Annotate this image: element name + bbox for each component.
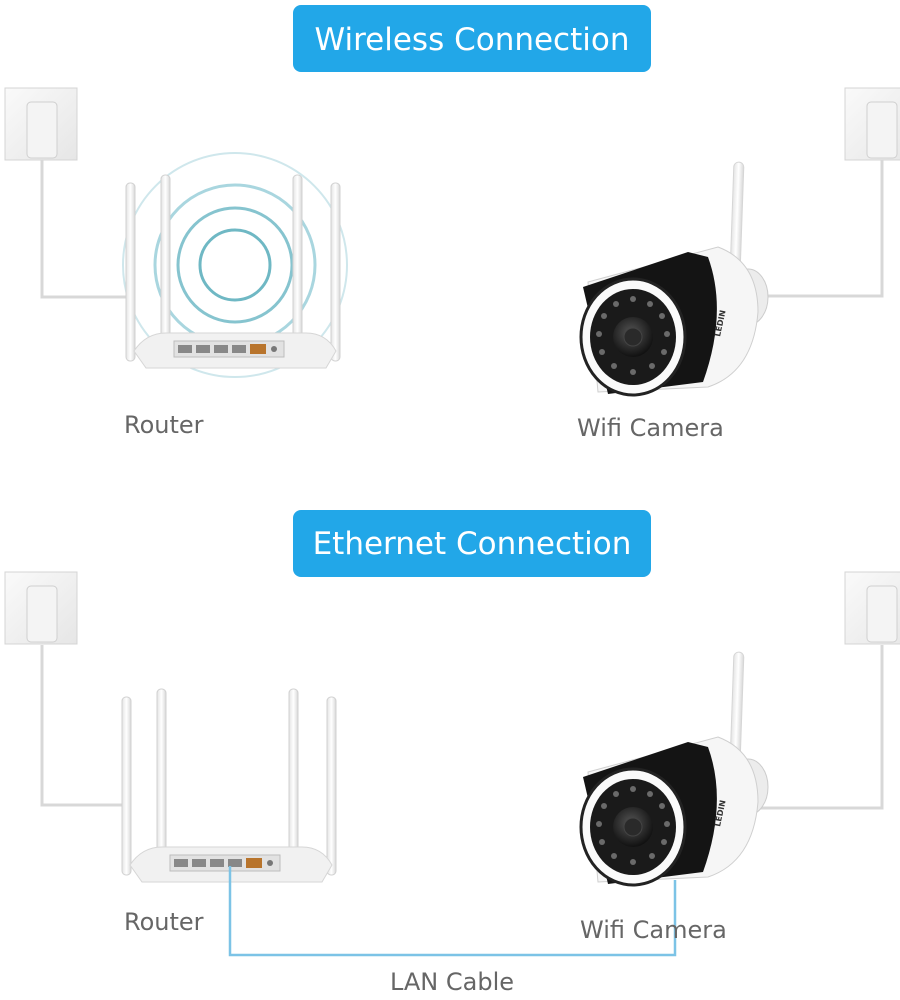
lan-cable-label: LAN Cable [390, 968, 514, 996]
power-outlet-right [844, 87, 900, 161]
ethernet-section: Ethernet Connection Router LEDIN Wifi Ca… [4, 510, 900, 996]
power-outlet-left [4, 87, 78, 161]
router-label: Router [124, 411, 204, 439]
power-outlet-left [4, 571, 78, 645]
wireless-title: Wireless Connection [315, 22, 630, 58]
wifi-camera-icon [579, 650, 770, 887]
router-icon [125, 174, 341, 369]
ethernet-title-pill [293, 510, 651, 577]
router-label: Router [124, 908, 204, 936]
power-cable-router [40, 160, 128, 299]
power-outlet-right [844, 571, 900, 645]
router-icon [121, 688, 337, 883]
camera-label: Wifi Camera [580, 916, 727, 944]
power-cable-router [40, 645, 123, 807]
lan-cable [228, 866, 677, 957]
ethernet-title: Ethernet Connection [313, 526, 632, 562]
wireless-section: Wireless Connection Router LEDIN Wifi Ca… [4, 5, 900, 442]
wifi-camera-icon [579, 160, 770, 397]
power-cable-camera [755, 645, 884, 810]
power-cable-camera [755, 160, 884, 298]
camera-label: Wifi Camera [577, 414, 724, 442]
wireless-title-pill [293, 5, 651, 72]
